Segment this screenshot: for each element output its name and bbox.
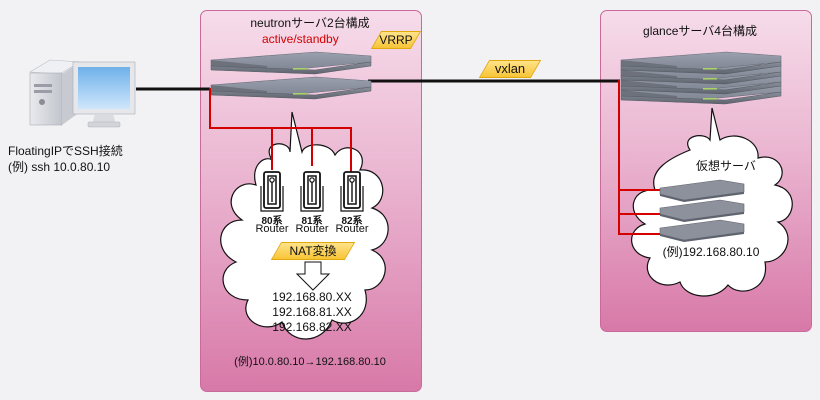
network-82: 192.168.82.XX xyxy=(272,320,352,334)
vxlan-tag: vxlan xyxy=(478,60,542,78)
router-82-segment: 82系 xyxy=(341,216,363,227)
neutron-server-standby-icon xyxy=(210,76,372,100)
nat-arrow-icon xyxy=(295,261,331,291)
client-caption-line2: (例) ssh 10.0.80.10 xyxy=(8,160,111,174)
vrrp-tag: VRRP xyxy=(370,31,422,49)
vm-links xyxy=(618,80,662,235)
glance-title: glanceサーバ4台構成 xyxy=(643,24,757,38)
router-links xyxy=(209,88,352,172)
nat-tag-text: NAT変換 xyxy=(289,244,337,258)
network-81: 192.168.81.XX xyxy=(272,305,352,319)
network-80: 192.168.80.XX xyxy=(272,290,352,304)
router-82-label: Router xyxy=(335,223,369,235)
vxlan-tag-text: vxlan xyxy=(494,61,526,76)
nat-tag: NAT変換 xyxy=(270,242,356,260)
router-82-icon xyxy=(340,171,364,212)
vm-cloud-title: 仮想サーバ xyxy=(696,159,756,173)
neutron-mode-label: active/standby xyxy=(262,32,339,46)
neutron-server-active-icon xyxy=(210,51,372,75)
router-cloud xyxy=(220,111,389,340)
router-80-label: Router xyxy=(255,223,289,235)
neutron-title: neutronサーバ2台構成 xyxy=(250,16,370,30)
client-caption-line1: FloatingIPでSSH接続 xyxy=(8,144,123,158)
nat-example: (例)10.0.80.10→192.168.80.10 xyxy=(234,356,386,368)
router-81-label: Router xyxy=(295,223,329,235)
vrrp-tag-text: VRRP xyxy=(379,33,413,47)
glance-server-stack-icon xyxy=(620,51,782,105)
router-80-icon xyxy=(260,171,284,212)
router-81-segment: 81系 xyxy=(301,216,323,227)
router-80-segment: 80系 xyxy=(261,216,283,227)
router-81-icon xyxy=(300,171,324,212)
client-pc-icon xyxy=(29,59,136,128)
vm-example: (例)192.168.80.10 xyxy=(662,245,760,259)
